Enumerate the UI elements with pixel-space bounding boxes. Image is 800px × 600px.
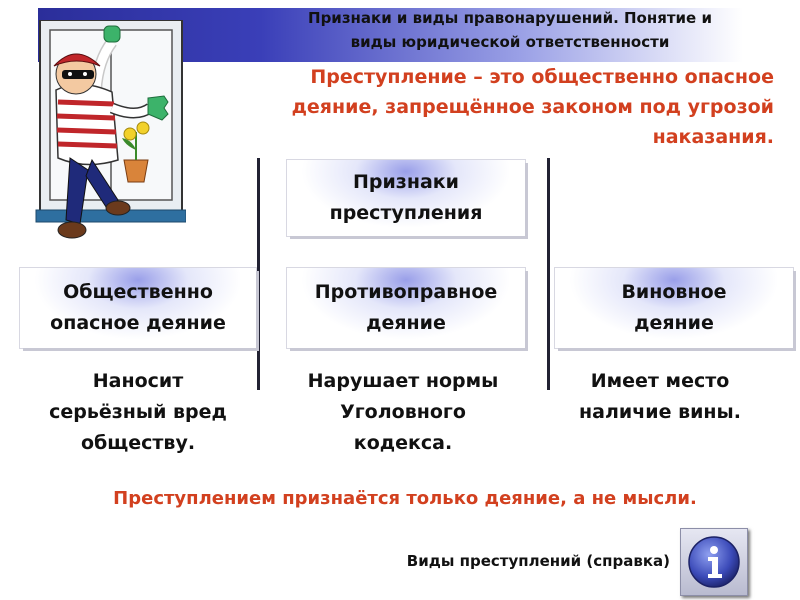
- info-button[interactable]: [680, 528, 748, 596]
- signs-of-crime-box: Признаки преступления: [287, 160, 525, 236]
- feature-description-dangerous: Наносит серьёзный вред обществу.: [18, 366, 258, 459]
- description-line1: Имеет место: [590, 370, 730, 392]
- signs-box-line2: преступления: [329, 202, 483, 224]
- feature-box-unlawful: Противоправное деяние: [287, 268, 525, 348]
- description-line2: Уголовного: [340, 401, 466, 423]
- slide-title-line1: Признаки и виды правонарушений. Понятие …: [308, 9, 712, 27]
- feature-title-line2: опасное деяние: [50, 312, 226, 334]
- description-line1: Нарушает нормы: [307, 370, 499, 392]
- description-line3: кодекса.: [353, 432, 453, 454]
- feature-description-guilty: Имеет место наличие вины.: [540, 366, 780, 428]
- slide-title-line2: виды юридической ответственности: [350, 33, 670, 51]
- conclusion-text: Преступлением признаётся только деяние, …: [113, 488, 697, 509]
- feature-title-line1: Виновное: [621, 281, 727, 303]
- description-line2: серьёзный вред: [49, 401, 227, 423]
- info-icon: [688, 536, 740, 588]
- definition-line3: наказания.: [652, 126, 774, 148]
- description-line3: обществу.: [80, 432, 196, 454]
- burglar-illustration: [35, 20, 186, 239]
- divider-line-right: [547, 158, 550, 390]
- crime-definition: Преступление – это общественно опасное д…: [196, 62, 774, 152]
- feature-title-line2: деяние: [366, 312, 446, 334]
- feature-title-line1: Общественно: [63, 281, 213, 303]
- divider-line-left: [257, 158, 260, 390]
- reference-link[interactable]: Виды преступлений (справка): [406, 552, 670, 570]
- feature-box-dangerous: Общественно опасное деяние: [20, 268, 256, 348]
- feature-description-unlawful: Нарушает нормы Уголовного кодекса.: [278, 366, 528, 459]
- definition-line2: деяние, запрещённое законом под угрозой: [291, 96, 774, 118]
- feature-box-guilty: Виновное деяние: [555, 268, 793, 348]
- description-line2: наличие вины.: [579, 401, 741, 423]
- description-line1: Наносит: [92, 370, 184, 392]
- definition-line1: Преступление – это общественно опасное: [310, 66, 774, 88]
- feature-title-line1: Противоправное: [314, 281, 498, 303]
- signs-box-line1: Признаки: [352, 171, 459, 193]
- feature-title-line2: деяние: [634, 312, 714, 334]
- slide-title: Признаки и виды правонарушений. Понятие …: [250, 6, 770, 54]
